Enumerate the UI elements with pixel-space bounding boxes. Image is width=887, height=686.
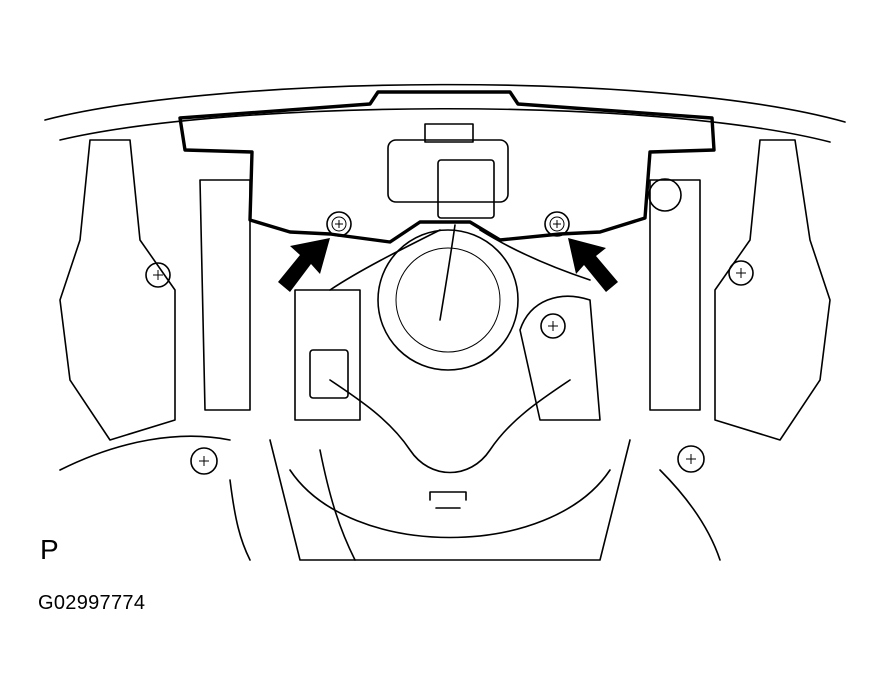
filled-arrow-icon xyxy=(568,238,618,292)
upper-cover xyxy=(178,90,716,244)
left-bracket xyxy=(59,139,176,441)
phillips-screw-icon xyxy=(544,211,570,237)
phillips-screw-icon xyxy=(728,260,754,286)
left-hang-wire-2 xyxy=(229,479,251,561)
left-hang-wire xyxy=(319,449,356,561)
right-bracket xyxy=(714,139,831,441)
figure-id: G02997774 xyxy=(38,592,146,614)
right-module xyxy=(519,295,601,421)
filled-arrow-icon xyxy=(278,238,330,292)
wire-harness-center xyxy=(439,224,456,321)
lower-spoke xyxy=(329,379,571,474)
right-lower-wire xyxy=(659,469,721,561)
right-knob xyxy=(648,178,682,212)
view-letter: P xyxy=(40,534,59,565)
phillips-screw-icon xyxy=(190,447,218,475)
hub-inner xyxy=(395,247,501,353)
hub-ring xyxy=(377,229,519,371)
wheel-rim-outer xyxy=(44,83,846,123)
connector-latch xyxy=(424,123,474,143)
connector-housing xyxy=(387,139,509,203)
phillips-screw-icon xyxy=(677,445,705,473)
connector-plug xyxy=(437,159,495,219)
left-lower-wire xyxy=(59,435,231,471)
wire-harness-left xyxy=(329,229,441,291)
lower-tab xyxy=(429,491,467,509)
wheel-rim-inner xyxy=(59,107,831,143)
phillips-screw-icon xyxy=(326,211,352,237)
lower-body xyxy=(269,439,631,561)
phillips-screw-icon xyxy=(145,262,171,288)
lower-body-inner xyxy=(289,469,611,539)
right-cover-panel xyxy=(649,179,701,411)
phillips-screw-icon xyxy=(540,313,566,339)
left-module xyxy=(294,289,361,421)
wire-harness-right xyxy=(479,229,591,281)
left-connector xyxy=(309,349,349,399)
left-cover-panel xyxy=(199,179,251,411)
